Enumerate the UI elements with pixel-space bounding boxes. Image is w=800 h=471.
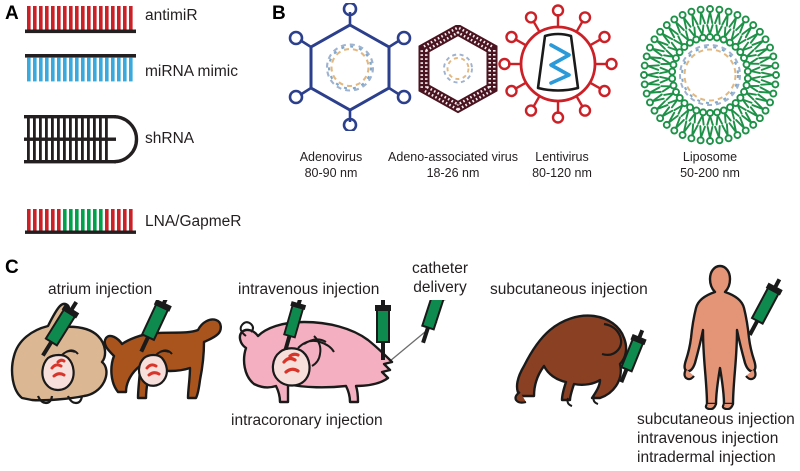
c-heading-catheter-l2: delivery: [413, 279, 467, 296]
panel-c-letter: C: [5, 257, 19, 278]
pig-illustration: [238, 300, 448, 404]
liposome-icon: [640, 5, 780, 145]
c-footnote-human-l2: intravenous injection: [637, 430, 779, 447]
c-footnote-human-l3: intradermal injection: [637, 449, 776, 466]
a-label-shrna: shRNA: [145, 130, 195, 147]
c-footnote-human-l1: subcutaneous injection: [637, 411, 795, 428]
panel-b-letter: B: [272, 3, 286, 24]
aav-size: 18-26 nm: [426, 165, 480, 180]
adenovirus-icon: [288, 3, 412, 131]
caption-liposome: Liposome 50-200 nm: [655, 150, 765, 181]
aav-name: Adeno-associated virus: [388, 150, 518, 164]
c-heading-subcutaneous-injection: subcutaneous injection: [490, 281, 648, 298]
rabbit-illustration: [10, 301, 108, 405]
aav-icon: [418, 25, 498, 114]
monkey-illustration: [514, 314, 647, 407]
panel-a-letter: A: [5, 3, 19, 24]
caption-adenovirus: Adenovirus 80-90 nm: [285, 150, 377, 181]
liposome-name: Liposome: [682, 150, 738, 164]
a-label-lna-gapmer: LNA/GapmeR: [145, 213, 242, 230]
shrna-icon: [24, 115, 139, 164]
human-illustration: [683, 264, 783, 410]
c-heading-intravenous-injection: intravenous injection: [238, 281, 380, 298]
lna-gapmer-icon: [25, 209, 136, 234]
dog-illustration: [103, 300, 222, 400]
caption-lentivirus: Lentivirus 80-120 nm: [515, 150, 609, 181]
c-heading-atrium-injection: atrium injection: [48, 281, 153, 298]
adenovirus-size: 80-90 nm: [304, 165, 358, 180]
c-footnote-intracoronary-injection: intracoronary injection: [231, 412, 383, 429]
adenovirus-name: Adenovirus: [299, 150, 363, 164]
liposome-size: 50-200 nm: [680, 165, 740, 180]
c-heading-catheter-l1: catheter: [411, 260, 468, 277]
a-label-mirna-mimic: miRNA mimic: [145, 63, 238, 80]
mirna-mimic-icon: [25, 54, 136, 82]
lentivirus-icon: [498, 4, 618, 124]
lentivirus-size: 80-120 nm: [532, 165, 592, 180]
antimir-icon: [25, 6, 136, 34]
lentivirus-name: Lentivirus: [535, 150, 589, 164]
caption-aav: Adeno-associated virus 18-26 nm: [378, 150, 528, 181]
a-label-antimir: antimiR: [145, 7, 198, 24]
